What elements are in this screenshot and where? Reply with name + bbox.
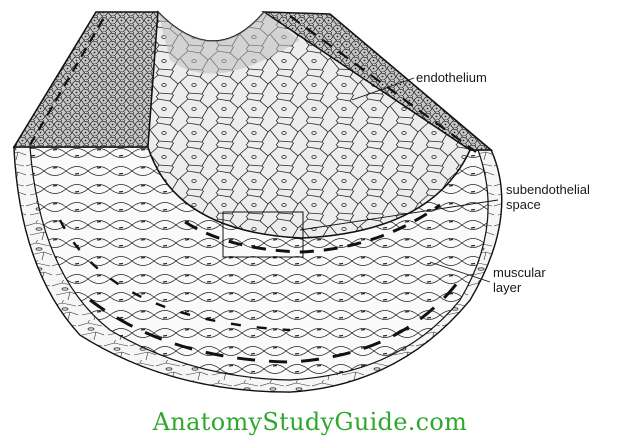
muscular-pointer <box>429 261 491 283</box>
label-subendothelial-space: subendothelial space <box>506 182 590 212</box>
subendothelial-box <box>222 211 304 258</box>
label-subendothelial-line1: subendothelial <box>506 182 590 197</box>
label-muscular-line2: layer <box>493 280 522 295</box>
site-watermark: AnatomyStudyGuide.com <box>152 408 468 436</box>
label-muscular-layer: muscular layer <box>493 265 546 295</box>
label-subendothelial-line2: space <box>506 197 541 212</box>
label-muscular-line1: muscular <box>493 265 546 280</box>
subendothelial-pointer <box>299 199 499 231</box>
internal-elastic-lamina <box>184 203 441 254</box>
elastic-lamina-mid <box>58 219 291 332</box>
lumen-shading <box>158 12 300 74</box>
left-wall-lamina <box>29 13 107 146</box>
label-endothelium: endothelium <box>416 70 487 85</box>
endothelium-pointer <box>351 77 415 101</box>
left-wall-slab <box>12 11 159 148</box>
